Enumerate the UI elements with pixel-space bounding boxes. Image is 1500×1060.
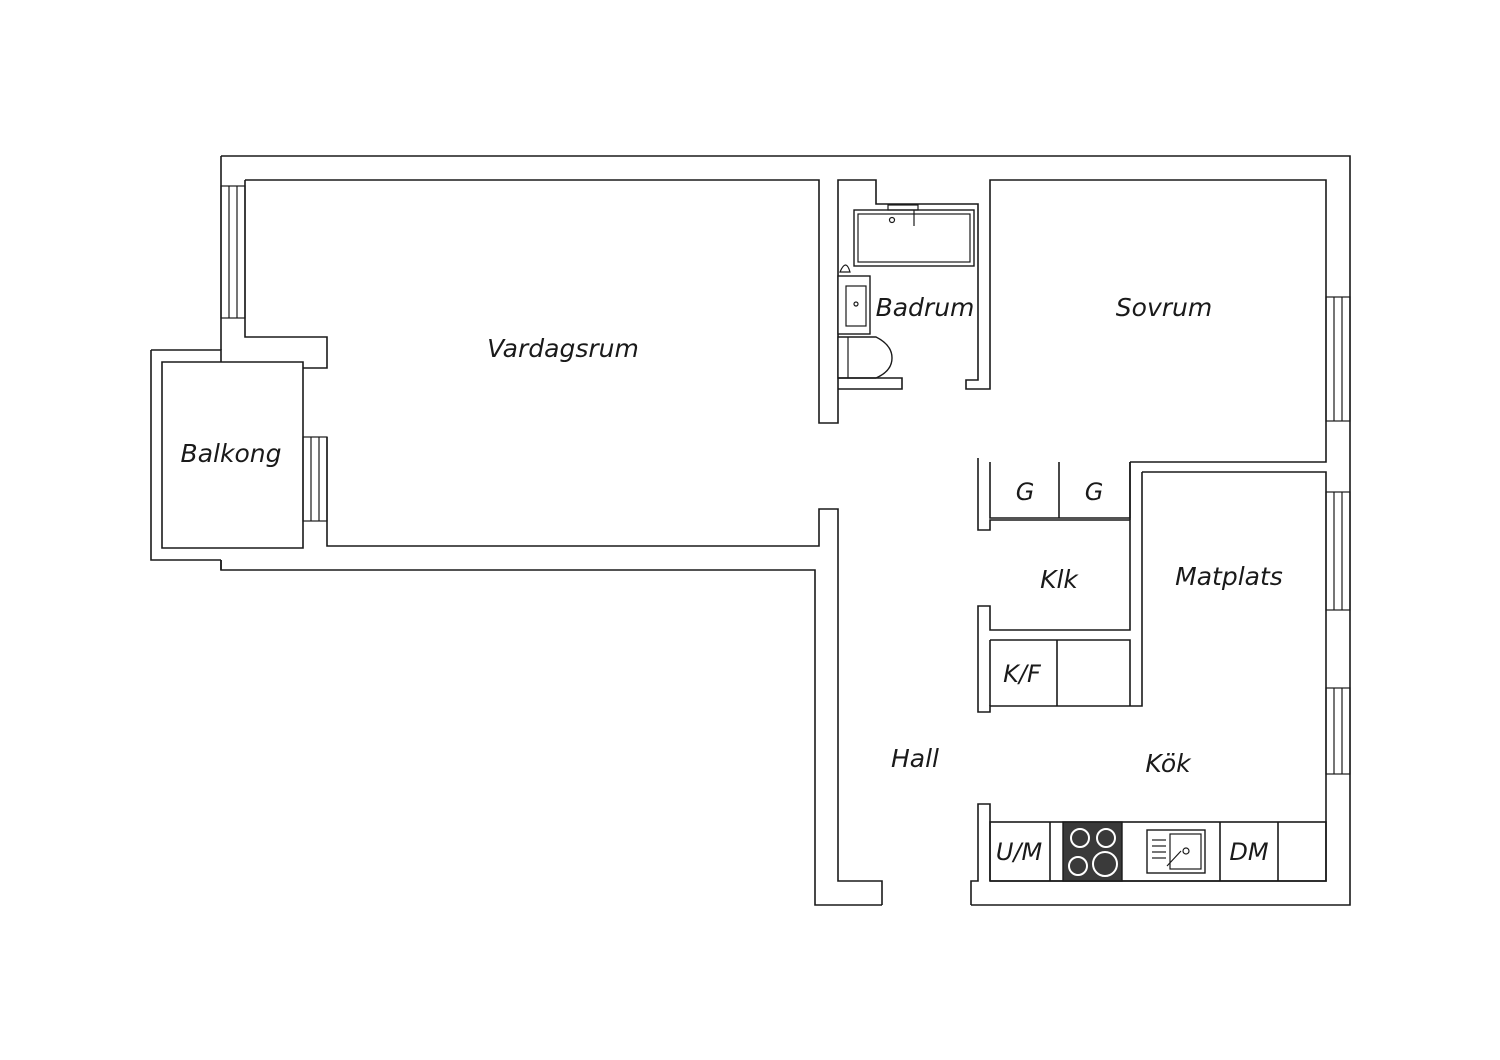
window-balcony-door <box>302 436 328 522</box>
balcony-structure <box>150 349 304 570</box>
room-label-badrum: Badrum <box>876 293 975 322</box>
fixture-label-wardrobe-1: G <box>1016 478 1035 506</box>
room-label-kok: Kök <box>1145 749 1192 778</box>
room-label-sovrum: Sovrum <box>1116 293 1212 322</box>
windows <box>220 185 1351 775</box>
fixture-label-wardrobe-2: G <box>1085 478 1104 506</box>
room-label-matplats: Matplats <box>1175 562 1283 591</box>
room-label-vardagsrum: Vardagsrum <box>487 334 639 363</box>
kitchen-counter <box>989 821 1327 882</box>
room-label-klk: Klk <box>1040 565 1079 594</box>
window-bedroom <box>1325 296 1351 422</box>
fixture-label-fridge-freezer: K/F <box>1003 660 1042 688</box>
kitchen-sink-icon <box>1146 829 1206 874</box>
room-label-hall: Hall <box>891 744 939 773</box>
fixture-label-dishwasher: DM <box>1229 838 1268 866</box>
stove-icon <box>1062 821 1123 882</box>
window-dining <box>1325 491 1351 611</box>
window-kitchen <box>1325 687 1351 775</box>
toilet-icon <box>837 336 893 379</box>
window-living-left <box>220 185 246 319</box>
faucet-icon <box>839 264 851 273</box>
fixture-label-oven-microwave: U/M <box>996 838 1043 866</box>
bathroom-fixtures <box>837 204 975 390</box>
storage-units <box>977 458 1143 713</box>
exterior-walls <box>220 155 1351 906</box>
bathtub-icon <box>853 209 975 267</box>
room-label-balkong: Balkong <box>181 439 282 468</box>
